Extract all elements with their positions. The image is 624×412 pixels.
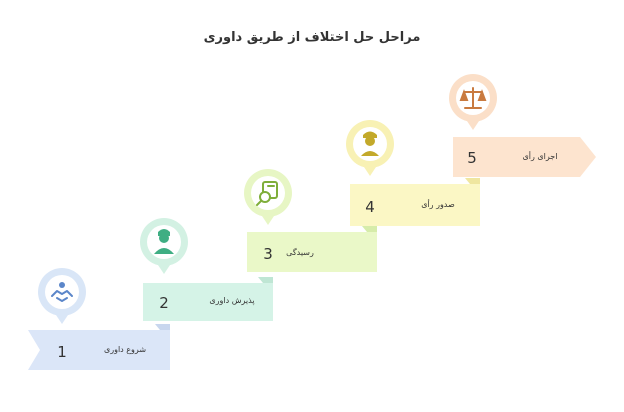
step-4-banner: [350, 184, 480, 226]
step-2-fold: [258, 277, 273, 283]
step-2-banner: [143, 283, 273, 321]
step-4-number: 4: [365, 198, 375, 216]
step-4-fold: [465, 178, 480, 184]
step-5-number: 5: [467, 149, 477, 167]
step-1-label: شروع داوری: [104, 345, 146, 354]
step-4-label: صدور رأی: [421, 199, 455, 209]
step-3-label: رسیدگی: [286, 247, 314, 257]
step-3-number: 3: [263, 245, 273, 263]
step-1-number: 1: [57, 343, 67, 361]
diagram-title: مراحل حل اختلاف از طریق داوری: [203, 30, 421, 45]
step-2-number: 2: [159, 294, 169, 312]
arbitrator-icon: [154, 229, 174, 254]
step-1-fold: [155, 324, 170, 330]
step-4: 4 صدور رأی: [346, 120, 480, 226]
step-3: 3 رسیدگی: [244, 169, 377, 272]
step-1-banner: [28, 330, 170, 370]
step-1-pin: [38, 268, 86, 324]
scales-icon: [459, 87, 487, 109]
step-3-fold: [362, 226, 377, 232]
step-3-banner: [247, 232, 377, 272]
handshake-icon: [51, 282, 73, 302]
step-2-label: پذیرش داوری: [209, 296, 254, 305]
step-2: 2 پذیرش داوری: [140, 218, 273, 321]
step-5-banner: [453, 137, 596, 177]
step-1: 1 شروع داوری: [28, 268, 170, 370]
step-4-pin: [346, 120, 394, 176]
step-5-label: اجرای رأی: [523, 151, 558, 161]
step-2-pin: [140, 218, 188, 274]
judge-icon: [361, 131, 379, 156]
step-5: 5 اجرای رأی: [449, 74, 596, 177]
document-search-icon: [256, 181, 278, 206]
